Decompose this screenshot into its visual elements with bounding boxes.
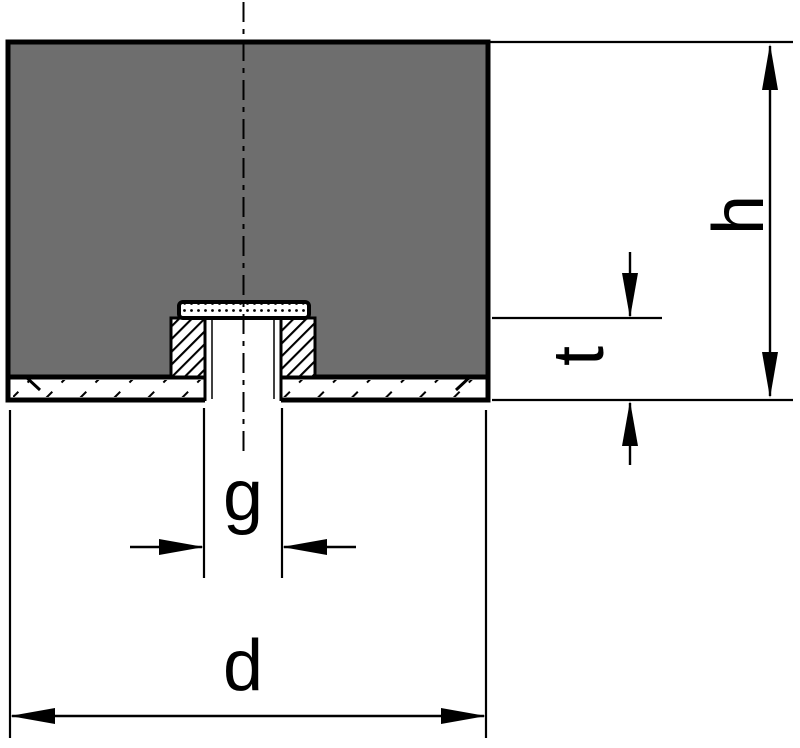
dim-t-arrow-top — [622, 273, 638, 318]
insert-right-wall — [279, 316, 317, 379]
dim-d: d — [8, 410, 488, 738]
dim-t: t — [492, 252, 662, 465]
dim-h-label: h — [699, 195, 779, 235]
flange-chamfer-right — [454, 375, 472, 392]
dim-d-arrow-right — [441, 708, 486, 724]
flange-chamfer-left — [24, 375, 42, 392]
dim-t-label: t — [539, 346, 619, 366]
dim-h-arrow-top — [762, 44, 778, 90]
dim-g-arrow-left — [159, 539, 204, 555]
dim-g: g — [130, 408, 356, 578]
dim-t-arrow-bottom — [622, 401, 638, 446]
dim-h-arrow-bottom — [762, 352, 778, 398]
insert-left-wall — [169, 316, 207, 379]
dim-d-arrow-left — [10, 708, 55, 724]
dim-h: h — [490, 40, 793, 402]
dim-d-label: d — [223, 626, 263, 706]
dim-g-label: g — [223, 456, 263, 536]
buffer-cross-section — [5, 2, 491, 455]
dim-g-arrow-right — [282, 539, 327, 555]
